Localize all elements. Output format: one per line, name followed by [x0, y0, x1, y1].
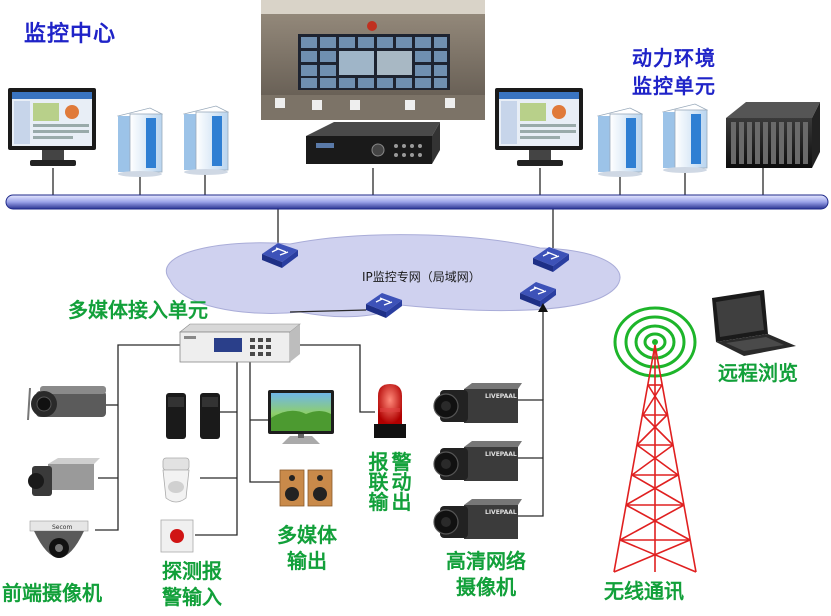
speaker-icon	[279, 469, 333, 507]
switch-icon	[533, 247, 569, 272]
dome-camera-icon: Secom	[29, 520, 89, 558]
workstation-icon	[8, 88, 96, 166]
switch-icon	[366, 293, 402, 318]
tower-pc-icon	[182, 105, 230, 175]
backbone-drops	[52, 168, 764, 248]
tv-monitor-icon	[268, 390, 334, 444]
tower-pc-icon	[661, 103, 709, 173]
hd-camera-icon: LIVEPAAL	[433, 383, 522, 423]
switch-icon	[520, 282, 556, 307]
ip-network-label: IP监控专网（局域网）	[362, 270, 481, 284]
bullet-camera-icon	[27, 386, 106, 421]
detect-alarm-line1: 探测报	[162, 559, 222, 583]
dome-brand: Secom	[52, 524, 72, 531]
box-camera-icon	[28, 458, 100, 496]
hd-camera-brand: LIVEPAAL	[485, 451, 517, 458]
laptop-icon	[712, 290, 796, 356]
pir-detector-icon	[162, 457, 190, 503]
alarm-link-char: 警	[391, 450, 412, 474]
alarm-button-icon	[160, 519, 194, 553]
alarm-link-char: 动	[391, 470, 412, 494]
device-links	[95, 309, 544, 536]
power-env-label: 动力环境 监控单元	[632, 44, 716, 100]
nvr-device-icon	[306, 122, 440, 164]
detect-alarm-line2: 警输入	[162, 585, 222, 609]
detect-alarm-input-label: 探测报 警输入	[162, 558, 222, 610]
multimedia-access-label: 多媒体接入单元	[68, 298, 208, 322]
backbone-bus	[5, 194, 829, 210]
alarm-link-char: 报	[368, 450, 389, 474]
alarm-link-char: 出	[391, 490, 412, 514]
multimedia-output-line2: 输出	[287, 549, 327, 573]
hd-camera-line1: 高清网络	[446, 549, 526, 573]
beam-detector-icon	[166, 393, 220, 439]
alarm-link-char: 联	[368, 470, 389, 494]
access-unit-device-icon	[179, 323, 301, 363]
hd-camera-icon: LIVEPAAL	[433, 441, 522, 481]
hd-camera-label: 高清网络 摄像机	[438, 548, 534, 600]
power-env-label-line1: 动力环境	[632, 46, 716, 70]
workstation-icon	[495, 88, 583, 166]
multimedia-output-label: 多媒体 输出	[272, 522, 342, 574]
switch-icon	[262, 243, 298, 268]
power-env-label-line2: 监控单元	[632, 74, 716, 98]
alarm-link-output-label: 报 警 联 动 输 出	[367, 450, 412, 514]
front-camera-label: 前端摄像机	[2, 581, 102, 605]
alarm-link-char: 输	[368, 490, 389, 514]
alarm-lamp-icon	[374, 384, 406, 438]
hd-camera-line2: 摄像机	[456, 575, 516, 599]
remote-browse-label: 远程浏览	[718, 361, 798, 385]
multimedia-output-line1: 多媒体	[277, 523, 337, 547]
server-rack-icon	[726, 102, 820, 168]
hd-camera-brand: LIVEPAAL	[485, 509, 517, 516]
hd-camera-icon: LIVEPAAL	[433, 499, 522, 539]
hd-camera-brand: LIVEPAAL	[485, 393, 517, 400]
tower-pc-icon	[116, 107, 164, 177]
wireless-comm-label: 无线通讯	[604, 579, 684, 603]
monitor-center-label: 监控中心	[24, 22, 117, 47]
arrow-icon	[538, 303, 548, 312]
video-wall-image	[261, 0, 485, 120]
radio-tower-icon	[613, 306, 697, 573]
tower-pc-icon	[596, 107, 644, 177]
